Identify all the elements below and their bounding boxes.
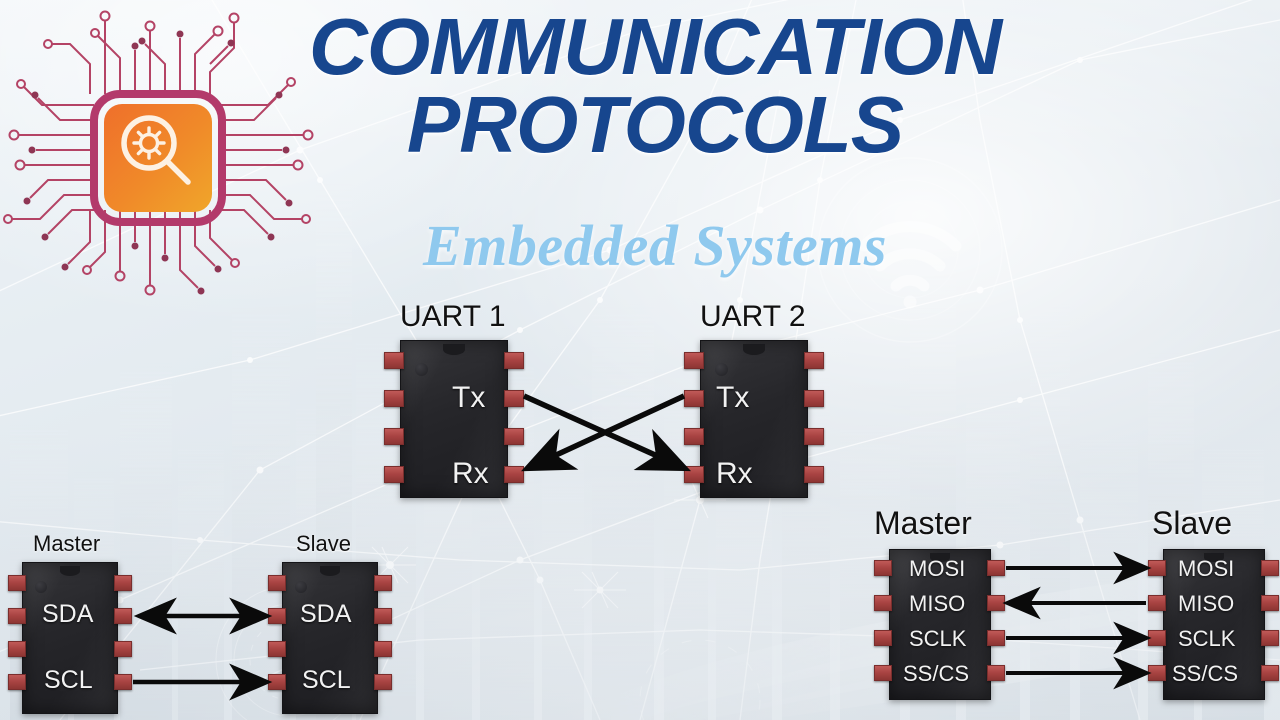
uart1-pin-right-1 xyxy=(504,352,524,369)
subtitle: Embedded Systems xyxy=(423,213,887,278)
chip-notch xyxy=(930,553,950,562)
i2c-master-pin-left-1 xyxy=(8,575,26,591)
title-line-2: PROTOCOLS xyxy=(406,79,904,169)
spi-slave-pin-right-1 xyxy=(1261,560,1279,576)
uart1-title: UART 1 xyxy=(400,300,506,333)
spi-master-pin-label-miso: MISO xyxy=(909,591,966,616)
uart1-pin-left-1 xyxy=(384,352,404,369)
chip-notch xyxy=(320,566,340,576)
chip-notch xyxy=(743,344,765,355)
uart2-title: UART 2 xyxy=(700,300,806,333)
spi-slave-pin-right-3 xyxy=(1261,630,1279,646)
spi-slave-pin-label-mosi: MOSI xyxy=(1178,556,1235,581)
uart2-pin-right-1 xyxy=(804,352,824,369)
i2c-master-pin-right-1 xyxy=(114,575,132,591)
i2c-slave-chip xyxy=(282,562,378,714)
i2c-master-pin-right-3 xyxy=(114,641,132,657)
spi-master-pin-label-sclk: SCLK xyxy=(909,626,967,651)
spi-slave-title: Slave xyxy=(1152,505,1233,541)
spi-master-pin-right-1 xyxy=(987,560,1005,576)
spi-slave-pin-label-sclk: SCLK xyxy=(1178,626,1236,651)
uart1-pin-left-4 xyxy=(384,466,404,483)
uart1-pin-left-2 xyxy=(384,390,404,407)
uart2-pin-right-3 xyxy=(804,428,824,445)
chip-notch xyxy=(1204,553,1224,562)
embedded-chip-magnifier-logo xyxy=(3,10,314,296)
uart1-pin-left-3 xyxy=(384,428,404,445)
spi-master-title: Master xyxy=(874,505,972,541)
i2c-master-pin-right-2 xyxy=(114,608,132,624)
spi-master-pin-label-mosi: MOSI xyxy=(909,556,966,581)
i2c-slave-pin-left-1 xyxy=(268,575,286,591)
uart-tx-rx-lines xyxy=(521,393,692,472)
i2c-master-chip xyxy=(22,562,118,714)
spi-slave-chip xyxy=(1163,549,1265,700)
spi-slave-pin-label-miso: MISO xyxy=(1178,591,1235,616)
i2c-slave-title: Slave xyxy=(296,531,352,556)
uart2-pin-label-tx: Tx xyxy=(716,381,750,414)
uart1-chip xyxy=(400,340,508,498)
uart2-pin-right-4 xyxy=(804,466,824,483)
uart2-pin-left-1 xyxy=(684,352,704,369)
spi-master-pin-left-3 xyxy=(874,630,892,646)
i2c-master-pin-label-sda: SDA xyxy=(42,600,94,628)
spi-slave-pin-left-2 xyxy=(1148,595,1166,611)
uart2-pin-label-rx: Rx xyxy=(716,457,753,490)
uart1-pin-label-rx: Rx xyxy=(452,457,489,490)
i2c-master-pin-right-4 xyxy=(114,674,132,690)
i2c-master-pin-left-2 xyxy=(8,608,26,624)
uart1-pin-right-4 xyxy=(504,466,524,483)
chip-dot xyxy=(415,363,428,376)
spi-master-pin-right-4 xyxy=(987,665,1005,681)
i2c-slave-pin-left-3 xyxy=(268,641,286,657)
circuit-traces-icon xyxy=(3,10,314,296)
chip-dot xyxy=(35,581,47,593)
uart1-pin-label-tx: Tx xyxy=(452,381,486,414)
title-line-1: COMMUNICATION xyxy=(308,2,1002,91)
i2c-slave-pin-right-2 xyxy=(374,608,392,624)
spi-master-pin-left-4 xyxy=(874,665,892,681)
i2c-slave-pin-label-sda: SDA xyxy=(300,600,352,628)
uart2-pin-right-2 xyxy=(804,390,824,407)
i2c-master-pin-label-scl: SCL xyxy=(44,666,93,694)
i2c-slave-pin-right-3 xyxy=(374,641,392,657)
i2c-slave-pin-right-1 xyxy=(374,575,392,591)
i2c-slave-pin-right-4 xyxy=(374,674,392,690)
i2c-master-title: Master xyxy=(33,531,101,556)
page-title: COMMUNICATION PROTOCOLS xyxy=(255,7,1055,169)
spi-master-pin-right-3 xyxy=(987,630,1005,646)
spi-slave-pin-right-4 xyxy=(1261,665,1279,681)
spi-master-chip xyxy=(889,549,991,700)
chip-dot xyxy=(295,581,307,593)
chip-notch xyxy=(443,344,465,355)
chip-notch xyxy=(60,566,80,576)
chip-dot xyxy=(715,363,728,376)
magnifier-gear-icon xyxy=(121,115,191,185)
spi-master-pin-left-1 xyxy=(874,560,892,576)
spi-slave-pin-label-sscs: SS/CS xyxy=(1172,661,1239,686)
spi-master-pin-label-sscs: SS/CS xyxy=(903,661,970,686)
uart2-chip xyxy=(700,340,808,498)
spi-slave-pin-right-2 xyxy=(1261,595,1279,611)
i2c-master-pin-left-3 xyxy=(8,641,26,657)
spi-master-pin-left-2 xyxy=(874,595,892,611)
i2c-master-pin-left-4 xyxy=(8,674,26,690)
i2c-slave-pin-label-scl: SCL xyxy=(302,666,351,694)
